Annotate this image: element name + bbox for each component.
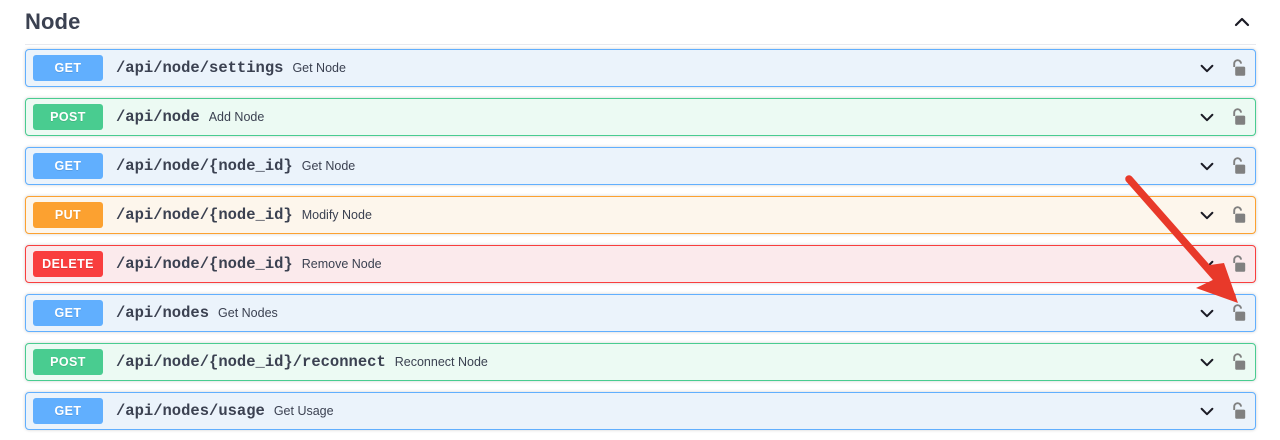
chevron-down-icon[interactable] [1194,251,1220,277]
operation-row[interactable]: POST /api/node/{node_id}/reconnect Recon… [25,343,1256,381]
chevron-down-icon[interactable] [1194,153,1220,179]
api-tag-section-node: Node GET /api/node/settings Get Node [0,0,1280,430]
http-method-badge: GET [33,300,103,326]
operation-path: /api/node/settings [116,59,284,77]
unlocked-padlock-icon[interactable] [1228,155,1248,177]
operation-path: /api/node [116,108,200,126]
chevron-up-icon[interactable] [1229,9,1255,35]
chevron-down-icon[interactable] [1194,202,1220,228]
operation-path: /api/node/{node_id} [116,255,293,273]
operation-summary: Get Node [301,159,356,173]
operation-row[interactable]: POST /api/node Add Node [25,98,1256,136]
chevron-down-icon[interactable] [1194,398,1220,424]
http-method-badge: POST [33,349,103,375]
http-method-badge: GET [33,398,103,424]
unlocked-padlock-icon[interactable] [1228,253,1248,275]
section-divider [25,44,1256,45]
chevron-down-icon[interactable] [1194,55,1220,81]
unlocked-padlock-icon[interactable] [1228,106,1248,128]
operation-summary: Get Nodes [218,306,278,320]
unlocked-padlock-icon[interactable] [1228,351,1248,373]
operation-row[interactable]: GET /api/node/settings Get Node [25,49,1256,87]
operation-summary: Add Node [208,110,265,124]
operation-path: /api/node/{node_id}/reconnect [116,353,386,371]
operation-controls [1194,398,1255,424]
http-method-badge: PUT [33,202,103,228]
operation-path: /api/nodes/usage [116,402,265,420]
operation-row[interactable]: GET /api/nodes Get Nodes [25,294,1256,332]
unlocked-padlock-icon[interactable] [1228,400,1248,422]
operation-controls [1194,349,1255,375]
chevron-down-icon[interactable] [1194,349,1220,375]
operation-row[interactable]: GET /api/nodes/usage Get Usage [25,392,1256,430]
operations-list: GET /api/node/settings Get Node P [0,44,1280,430]
operation-summary: Get Usage [273,404,334,418]
operation-row[interactable]: DELETE /api/node/{node_id} Remove Node [25,245,1256,283]
http-method-badge: GET [33,153,103,179]
operation-summary: Modify Node [301,208,372,222]
operation-controls [1194,104,1255,130]
unlocked-padlock-icon[interactable] [1228,57,1248,79]
http-method-badge: POST [33,104,103,130]
operation-controls [1194,153,1255,179]
operation-controls [1194,300,1255,326]
operation-controls [1194,251,1255,277]
page-title: Node [25,9,81,34]
operation-controls [1194,202,1255,228]
unlocked-padlock-icon[interactable] [1228,204,1248,226]
operation-summary: Remove Node [301,257,382,271]
http-method-badge: GET [33,55,103,81]
unlocked-padlock-icon[interactable] [1228,302,1248,324]
operation-summary: Reconnect Node [394,355,488,369]
operation-row[interactable]: GET /api/node/{node_id} Get Node [25,147,1256,185]
operation-path: /api/nodes [116,304,210,322]
operation-controls [1194,55,1255,81]
operation-row[interactable]: PUT /api/node/{node_id} Modify Node [25,196,1256,234]
operation-summary: Get Node [292,61,346,75]
http-method-badge: DELETE [33,251,103,277]
section-header-node[interactable]: Node [0,0,1280,44]
chevron-down-icon[interactable] [1194,104,1220,130]
chevron-down-icon[interactable] [1194,300,1220,326]
operation-path: /api/node/{node_id} [116,206,293,224]
operation-path: /api/node/{node_id} [116,157,293,175]
